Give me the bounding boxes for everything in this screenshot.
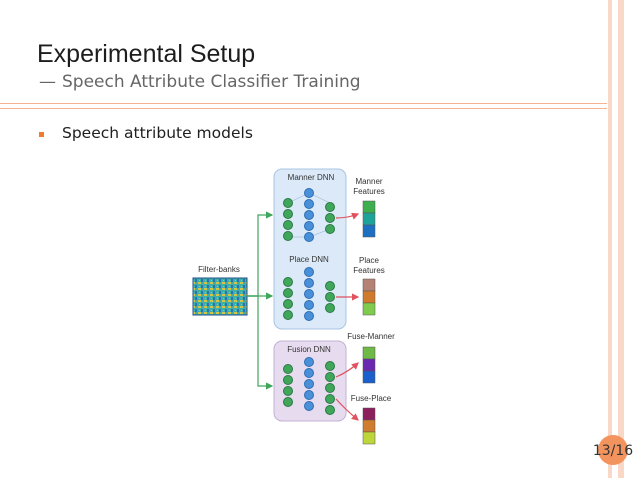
place-feature-cell	[362, 290, 376, 304]
neuron	[304, 311, 314, 321]
fusion-dnn-network	[283, 357, 335, 415]
manner-features-label-line1: Manner	[355, 177, 382, 186]
fuse-manner-cell	[362, 358, 376, 372]
fuse-place-cell	[362, 419, 376, 433]
neuron	[304, 368, 314, 378]
slide-title: Experimental Setup	[37, 40, 256, 68]
place-features-label-line2: Features	[353, 266, 385, 275]
neuron	[304, 278, 314, 288]
neuron	[304, 379, 314, 389]
fuse-manner-cell	[362, 370, 376, 384]
neuron	[304, 300, 314, 310]
neuron	[304, 289, 314, 299]
neuron	[325, 394, 335, 404]
page-number: 13/16	[592, 443, 634, 459]
neuron	[304, 199, 314, 209]
neuron	[325, 383, 335, 393]
fuse-manner-label: Fuse-Manner	[347, 332, 395, 341]
subtitle-text: Speech Attribute Classifier Training	[62, 72, 361, 92]
neuron	[283, 310, 293, 320]
slide-subtitle: — Speech Attribute Classifier Training	[39, 72, 361, 92]
fusion-dnn-label: Fusion DNN	[287, 345, 331, 354]
neuron	[325, 405, 335, 415]
neuron	[304, 188, 314, 198]
neuron	[325, 213, 335, 223]
neuron	[325, 224, 335, 234]
neuron	[283, 375, 293, 385]
filter-bank-spectrogram	[192, 277, 248, 316]
fuse-manner-cell	[362, 346, 376, 360]
input-connectors	[247, 211, 274, 390]
manner-feature-cell	[362, 200, 376, 214]
place-feature-cell	[362, 278, 376, 292]
place-dnn-network	[283, 267, 335, 321]
neuron	[304, 357, 314, 367]
neuron	[304, 267, 314, 277]
neuron	[283, 397, 293, 407]
neuron	[304, 232, 314, 242]
neuron	[304, 210, 314, 220]
neuron	[325, 281, 335, 291]
right-border-stripe-inner	[618, 0, 624, 478]
neuron	[325, 202, 335, 212]
filter-banks-label: Filter-banks	[198, 265, 240, 274]
place-feature-cell	[362, 302, 376, 316]
title-rule-bottom	[0, 108, 607, 109]
manner-feature-cell	[362, 212, 376, 226]
bullet-text: Speech attribute models	[62, 124, 253, 142]
subtitle-dash: —	[39, 72, 56, 92]
neuron	[283, 386, 293, 396]
fuse-place-cell	[362, 407, 376, 421]
neuron	[325, 361, 335, 371]
output-arrows	[335, 212, 360, 421]
bullet-marker	[39, 132, 44, 137]
place-features-label-line1: Place	[359, 256, 380, 265]
manner-features-label-line2: Features	[353, 187, 385, 196]
manner-feature-cell	[362, 224, 376, 238]
title-rule-top	[0, 103, 607, 104]
neuron	[283, 364, 293, 374]
neuron	[283, 231, 293, 241]
neuron	[283, 209, 293, 219]
neuron	[325, 372, 335, 382]
neuron	[283, 220, 293, 230]
manner-dnn-label: Manner DNN	[288, 173, 335, 182]
right-border-stripe-outer	[608, 0, 612, 478]
neuron	[283, 277, 293, 287]
fuse-place-cell	[362, 431, 376, 445]
fuse-place-label: Fuse-Place	[351, 394, 392, 403]
place-dnn-label: Place DNN	[289, 255, 329, 264]
neuron	[325, 303, 335, 313]
neuron	[304, 221, 314, 231]
neuron	[304, 401, 314, 411]
neuron	[283, 288, 293, 298]
neuron	[325, 292, 335, 302]
neuron	[283, 299, 293, 309]
neuron	[283, 198, 293, 208]
manner-dnn-network	[283, 188, 335, 242]
neuron	[304, 390, 314, 400]
page-number-badge	[598, 435, 628, 465]
